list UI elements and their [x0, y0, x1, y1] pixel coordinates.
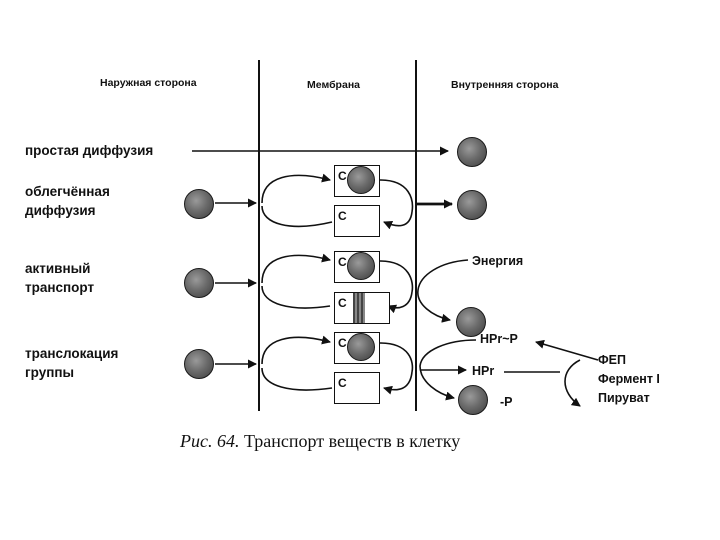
carrier-label: С	[338, 255, 347, 269]
label-group-translocation-line1: транслокация	[25, 346, 119, 361]
carrier-label: С	[338, 209, 347, 223]
label-facilitated-diffusion-line2: диффузия	[25, 203, 96, 218]
carrier-label: С	[338, 336, 347, 350]
label-simple-diffusion: простая диффузия	[25, 143, 154, 158]
carrier-facilitated-loaded: С	[334, 165, 380, 197]
molecule-outer-facilitated	[184, 189, 214, 219]
label-pep: ФЕП	[598, 353, 626, 367]
active-loop-lower-left	[261, 285, 331, 309]
label-active-transport-line2: транспорт	[25, 280, 95, 295]
carrier-facilitated-empty: С	[334, 205, 380, 237]
molecule-inner-active	[456, 307, 486, 337]
active-loop-upper-right	[379, 260, 414, 293]
label-minus-p: -P	[500, 395, 513, 409]
header-outer-side: Наружная сторона	[100, 77, 197, 89]
caption-text: Транспорт веществ в клетку	[243, 431, 461, 451]
header-inner-side: Внутренняя сторона	[451, 79, 559, 91]
facilitated-loop-lower-left	[261, 205, 333, 228]
carrier-active-loaded: С	[334, 251, 380, 283]
label-enzyme-i: Фермент I	[598, 372, 660, 386]
label-facilitated-diffusion-line1: облегчённая	[25, 184, 110, 199]
molecule-outer-active	[184, 268, 214, 298]
group-loop-lower-left	[261, 367, 333, 391]
carrier-label: С	[338, 376, 347, 390]
carrier-label: С	[338, 296, 347, 310]
molecule-outer-group	[184, 349, 214, 379]
facilitated-loop-upper-left	[261, 173, 331, 204]
caption-figure-number: Рис. 64.	[180, 431, 240, 451]
molecule-inner-facilitated	[457, 190, 487, 220]
facilitated-loop-lower-right	[383, 211, 413, 230]
header-membrane: Мембрана	[307, 79, 360, 91]
bound-molecule	[347, 333, 375, 361]
label-group-translocation-line2: группы	[25, 365, 75, 380]
active-loop-upper-left	[261, 253, 331, 284]
pep-pyruvate-cycle-arrow	[564, 359, 581, 407]
label-active-transport-line1: активный	[25, 261, 91, 276]
carrier-group-empty: С	[334, 372, 380, 404]
molecule-inner-group	[458, 385, 488, 415]
molecule-inner-simple	[457, 137, 487, 167]
hpr-p-transfer-arrow	[419, 339, 477, 401]
active-loop-lower-right	[387, 291, 413, 314]
facilitated-loop-upper-right	[379, 179, 414, 213]
bound-molecule	[347, 166, 375, 194]
group-loop-upper-left	[261, 335, 331, 365]
pep-to-hpr-p-arrow	[535, 339, 599, 361]
carrier-active-energized: С	[334, 292, 390, 324]
figure-caption: Рис. 64. Транспорт веществ в клетку	[180, 431, 460, 452]
label-energy: Энергия	[472, 254, 524, 268]
group-loop-lower-right	[383, 371, 413, 395]
carrier-group-loaded: С	[334, 332, 380, 364]
label-hpr: HPr	[472, 364, 495, 378]
energized-carrier-bar	[353, 293, 365, 323]
label-hpr-p: HPr~P	[480, 332, 518, 346]
bound-molecule	[347, 252, 375, 280]
group-loop-upper-right	[379, 342, 414, 373]
energy-arrow	[417, 259, 469, 323]
carrier-label: С	[338, 169, 347, 183]
label-pyruvate: Пируват	[598, 391, 650, 405]
